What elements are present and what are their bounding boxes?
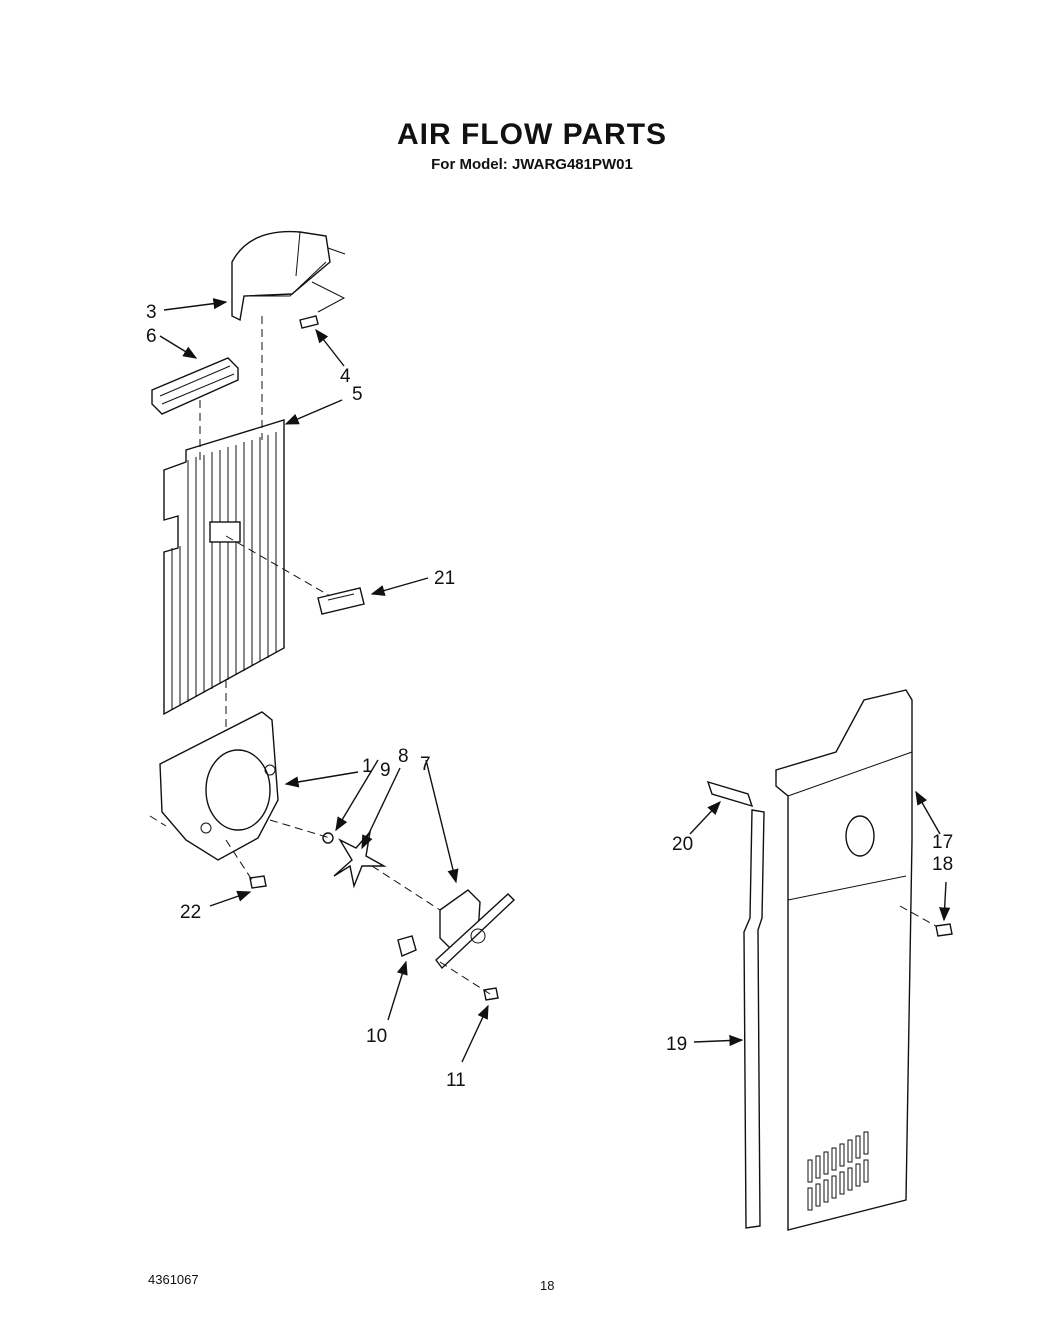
callout-3: 3 bbox=[146, 302, 157, 323]
callout-1: 1 bbox=[362, 756, 373, 777]
air-duct-cover bbox=[231, 230, 346, 322]
sensor-clip bbox=[317, 587, 365, 615]
callout-6: 6 bbox=[146, 326, 157, 347]
nut bbox=[322, 832, 334, 844]
rear-panel bbox=[775, 689, 913, 1231]
vent-slots bbox=[807, 1131, 869, 1211]
grommet bbox=[397, 935, 417, 957]
fan-blade bbox=[333, 829, 387, 889]
evaporator-cover bbox=[163, 419, 285, 716]
callout-21: 21 bbox=[434, 568, 455, 589]
screw-4 bbox=[299, 315, 319, 329]
document-number: 4361067 bbox=[148, 1272, 199, 1287]
side-strip bbox=[743, 809, 765, 1229]
fan-motor bbox=[435, 889, 516, 970]
callout-11: 11 bbox=[446, 1070, 466, 1091]
screw-18 bbox=[935, 923, 953, 937]
callout-17: 17 bbox=[932, 832, 953, 853]
fan-shroud bbox=[159, 711, 279, 861]
callout-8: 8 bbox=[398, 746, 409, 767]
screw-22 bbox=[249, 875, 267, 889]
seal-strip bbox=[706, 780, 754, 808]
callout-10: 10 bbox=[366, 1026, 387, 1047]
page-number: 18 bbox=[540, 1278, 555, 1293]
callout-4: 4 bbox=[340, 366, 351, 387]
grille bbox=[151, 357, 239, 415]
page-title: AIR FLOW PARTS bbox=[396, 118, 668, 151]
screw-11 bbox=[483, 987, 499, 1001]
callout-5: 5 bbox=[352, 384, 363, 405]
callout-7: 7 bbox=[420, 754, 431, 775]
callout-22: 22 bbox=[180, 902, 201, 923]
callout-20: 20 bbox=[672, 834, 693, 855]
callout-18: 18 bbox=[932, 854, 953, 875]
callout-19: 19 bbox=[666, 1034, 687, 1055]
callout-9: 9 bbox=[380, 760, 391, 781]
model-subtitle: For Model: JWARG481PW01 bbox=[431, 156, 633, 173]
